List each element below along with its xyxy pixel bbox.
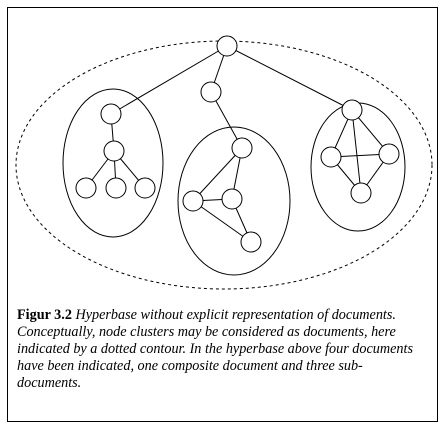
link: [351, 109, 362, 194]
node: [105, 177, 127, 199]
node: [231, 137, 253, 159]
middle-document-contour: [177, 126, 291, 276]
link: [210, 91, 243, 149]
node: [350, 182, 372, 204]
composite-document-contour: [15, 40, 433, 290]
node: [378, 143, 400, 165]
node: [182, 190, 204, 212]
node: [221, 188, 243, 210]
node: [134, 177, 156, 199]
node: [320, 146, 342, 168]
link: [226, 45, 353, 111]
left-document-contour: [62, 88, 164, 238]
link: [192, 200, 252, 243]
node: [240, 231, 262, 253]
hyperbase-diagram: [15, 35, 433, 290]
node: [200, 81, 222, 103]
node: [341, 99, 363, 121]
figure-label: Figur 3.2: [17, 307, 72, 323]
figure-caption: Figur 3.2 Hyperbase without explicit rep…: [17, 307, 422, 392]
node-root: [216, 35, 238, 57]
nodes: [75, 35, 400, 253]
node: [100, 103, 122, 125]
node: [103, 140, 125, 162]
node: [75, 177, 97, 199]
link: [192, 147, 243, 202]
caption-text: Hyperbase without explicit representatio…: [17, 307, 413, 391]
link: [110, 45, 228, 115]
